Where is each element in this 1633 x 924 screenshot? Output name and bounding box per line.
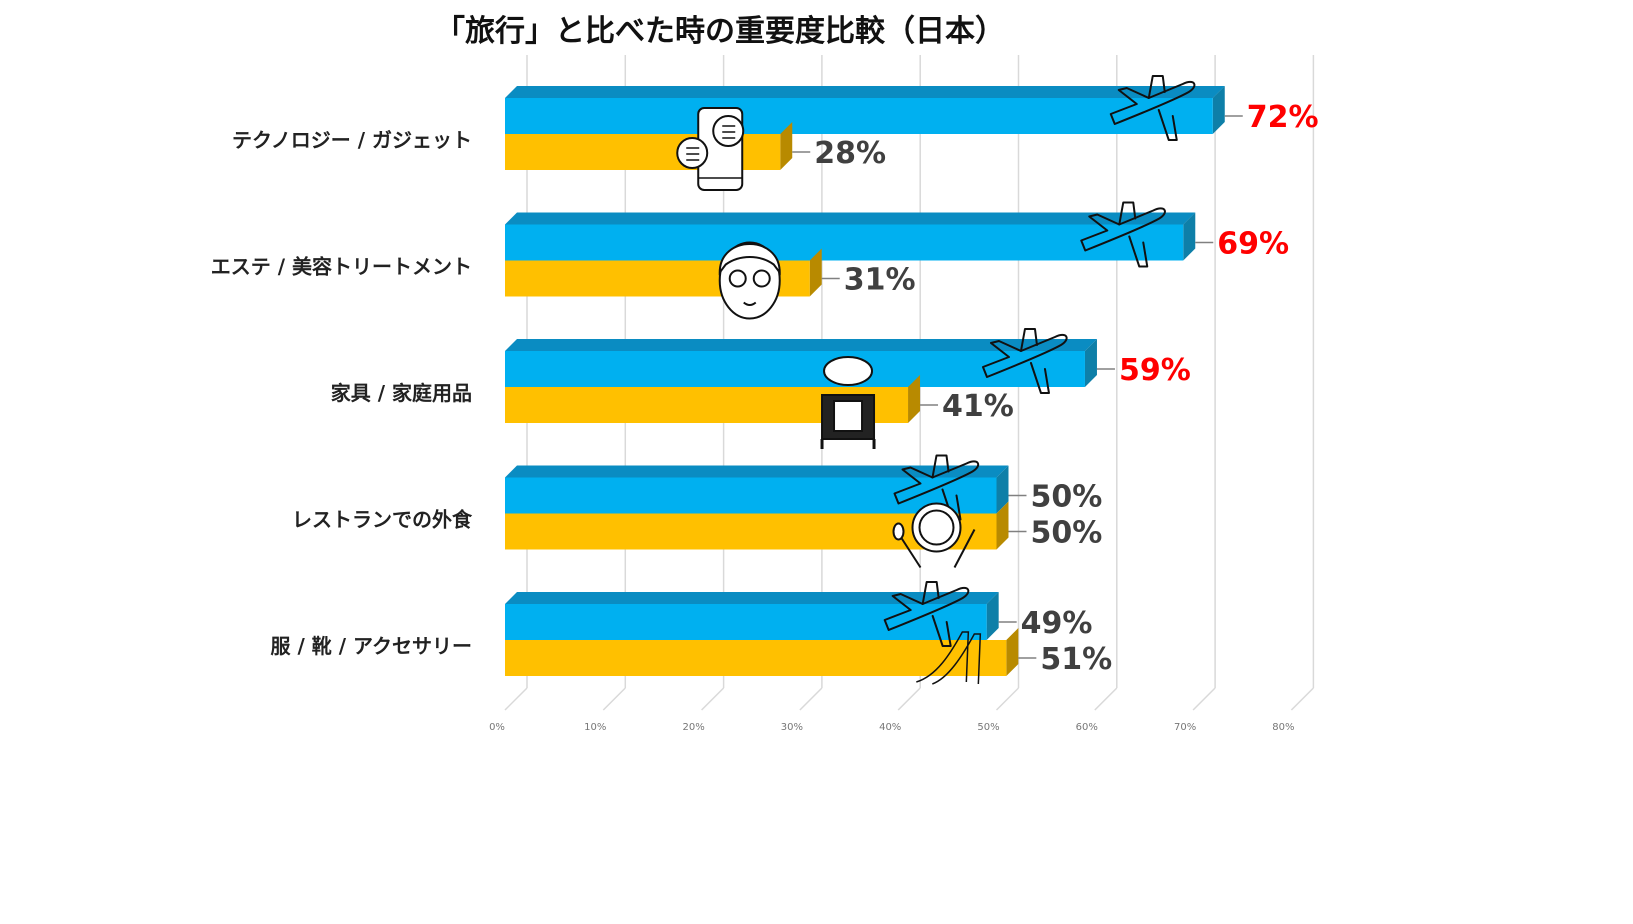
- category-label: レストランでの外食: [292, 508, 473, 532]
- x-tick-label: 10%: [584, 722, 606, 733]
- value-label: 50%: [1031, 480, 1103, 515]
- value-label: 41%: [942, 389, 1014, 424]
- x-tick-label: 30%: [781, 722, 803, 733]
- airplane-icon: [1080, 201, 1166, 268]
- bar: [505, 628, 1019, 676]
- value-label: 28%: [814, 136, 886, 171]
- plate-cutlery-icon: [892, 502, 976, 569]
- chart-title: 「旅行」と比べた時の重要度比較（日本）: [435, 14, 1005, 49]
- airplane-icon: [981, 328, 1068, 394]
- value-label: 72%: [1247, 100, 1319, 135]
- gridline-depth: [701, 687, 725, 711]
- vanity-mirror-icon: [820, 356, 876, 449]
- smartphone-chat-icon: [676, 107, 745, 191]
- x-tick-label: 60%: [1076, 722, 1098, 733]
- value-label: 50%: [1031, 516, 1103, 551]
- bar: [505, 465, 1009, 514]
- bar: [505, 339, 1097, 387]
- high-heels-icon: [916, 631, 982, 685]
- x-tick-label: 0%: [489, 722, 505, 733]
- bar: [505, 212, 1196, 261]
- bar: [505, 86, 1225, 134]
- value-label: 51%: [1040, 642, 1112, 677]
- x-tick-label: 50%: [977, 722, 999, 733]
- gridline-depth: [799, 687, 823, 711]
- x-tick-label: 70%: [1174, 722, 1196, 733]
- face-mask-icon: [718, 241, 781, 320]
- gridline-depth: [897, 687, 921, 711]
- gridline-depth: [602, 687, 626, 711]
- airplane-icon: [883, 581, 970, 647]
- category-label: 家具 / 家庭用品: [331, 381, 472, 405]
- value-label: 69%: [1217, 227, 1289, 262]
- gridline-depth: [995, 687, 1020, 711]
- x-tick-label: 80%: [1272, 722, 1294, 733]
- value-label: 49%: [1021, 606, 1093, 641]
- value-label: 31%: [844, 263, 916, 298]
- gridline-depth: [1290, 687, 1314, 711]
- category-label: 服 / 靴 / アクセサリー: [271, 634, 472, 658]
- gridline-depth: [1192, 687, 1216, 711]
- gridline-depth: [1094, 687, 1118, 711]
- category-label: エステ / 美容トリートメント: [211, 255, 472, 279]
- x-tick-label: 40%: [879, 722, 901, 733]
- airplane-icon: [1109, 75, 1196, 141]
- x-tick-label: 20%: [682, 722, 704, 733]
- value-label: 59%: [1119, 353, 1191, 388]
- category-label: テクノロジー / ガジェット: [232, 128, 472, 152]
- gridline-depth: [504, 687, 528, 711]
